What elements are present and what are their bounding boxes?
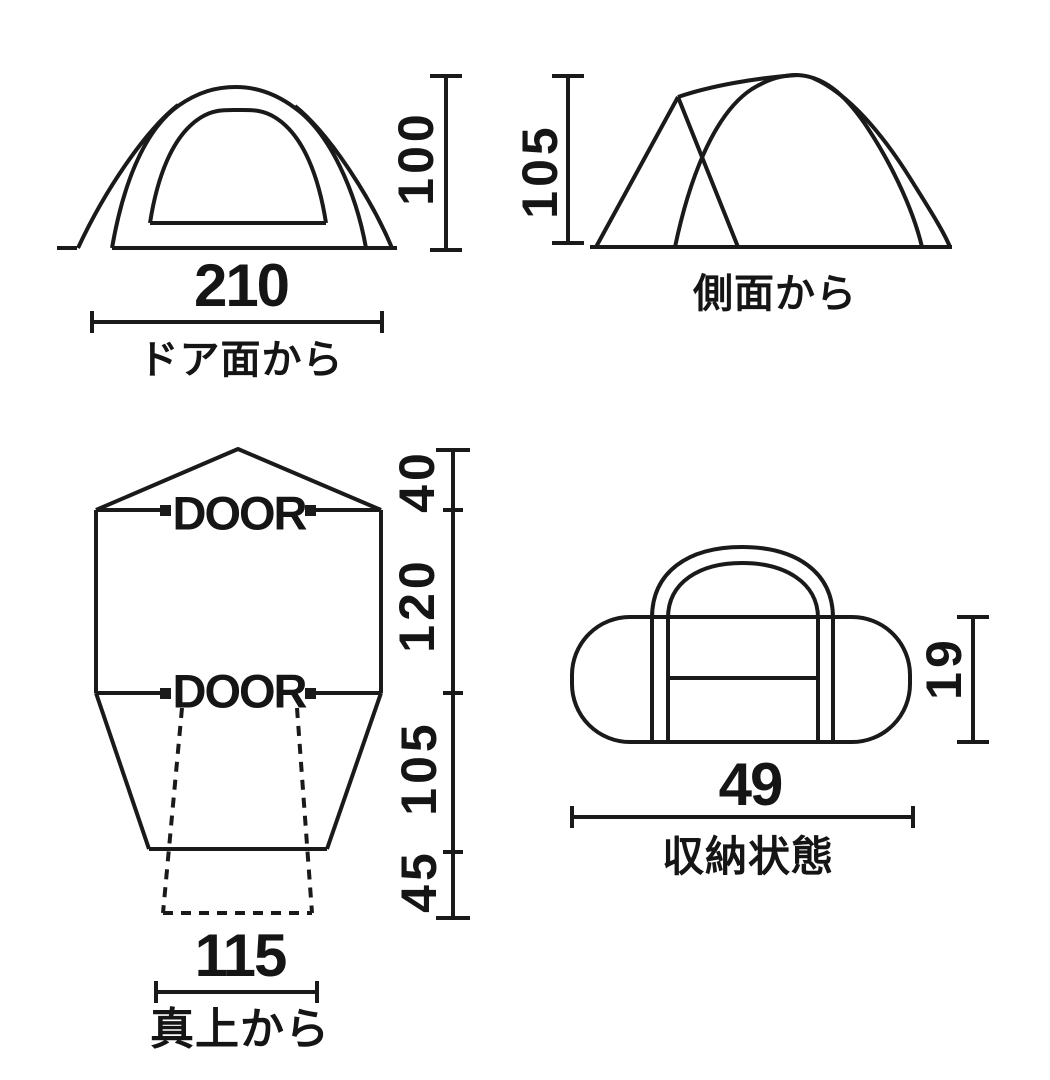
top-depth-front-value: 40 — [389, 449, 445, 513]
top-depth-flap-value: 45 — [391, 849, 447, 913]
front-height-value: 100 — [388, 110, 444, 206]
side-vestibule-right-edge — [676, 96, 740, 248]
storage-view-caption: 収納状態 — [661, 833, 835, 880]
dimension-lines — [90, 74, 989, 1003]
top-view-drawing — [94, 447, 383, 915]
side-dome-arc — [673, 73, 924, 248]
side-height-dim-line — [552, 74, 584, 245]
bag-height-dim-line — [957, 615, 989, 744]
top-peak-lines — [95, 447, 382, 512]
front-fly-right-edge — [293, 104, 394, 249]
bag-body — [570, 615, 912, 744]
side-view-caption: 側面から — [693, 272, 857, 316]
top-vestibule-outline — [94, 692, 383, 851]
top-flap-dashed-outline — [161, 707, 314, 915]
front-door-arch — [148, 107, 328, 225]
top-depth-chain-dim-line — [436, 448, 470, 920]
side-view-drawing — [590, 73, 952, 249]
side-vestibule-left-slope — [594, 96, 680, 248]
top-width-value: 115 — [194, 922, 288, 989]
top-width-dim-line — [154, 981, 319, 1003]
bag-width-value: 49 — [718, 751, 784, 818]
top-depth-vestibule-value: 105 — [391, 720, 447, 816]
side-height-value: 105 — [512, 123, 568, 219]
front-view-drawing — [57, 85, 397, 250]
bag-height-value: 19 — [916, 636, 972, 700]
top-front-door-label: DOOR — [172, 486, 308, 540]
top-depth-main-value: 120 — [389, 557, 445, 653]
front-fly-left-edge — [76, 103, 180, 249]
front-dome-arc — [110, 85, 368, 249]
bag-handle-outer-arc — [650, 545, 835, 619]
side-fly-right-edge — [812, 76, 952, 248]
storage-bag-drawing — [570, 545, 912, 744]
top-side-walls — [94, 510, 383, 693]
front-width-dim-line — [90, 311, 384, 333]
door-line-end-dots — [160, 505, 316, 699]
top-view-caption: 真上から — [150, 1005, 330, 1054]
front-width-value: 210 — [193, 252, 290, 319]
front-height-dim-line — [430, 74, 462, 252]
bag-width-dim-line — [570, 806, 915, 828]
front-view-caption: ドア面から — [138, 338, 344, 382]
bag-handle-inner-arc — [666, 561, 820, 619]
top-back-door-label: DOOR — [172, 664, 308, 718]
